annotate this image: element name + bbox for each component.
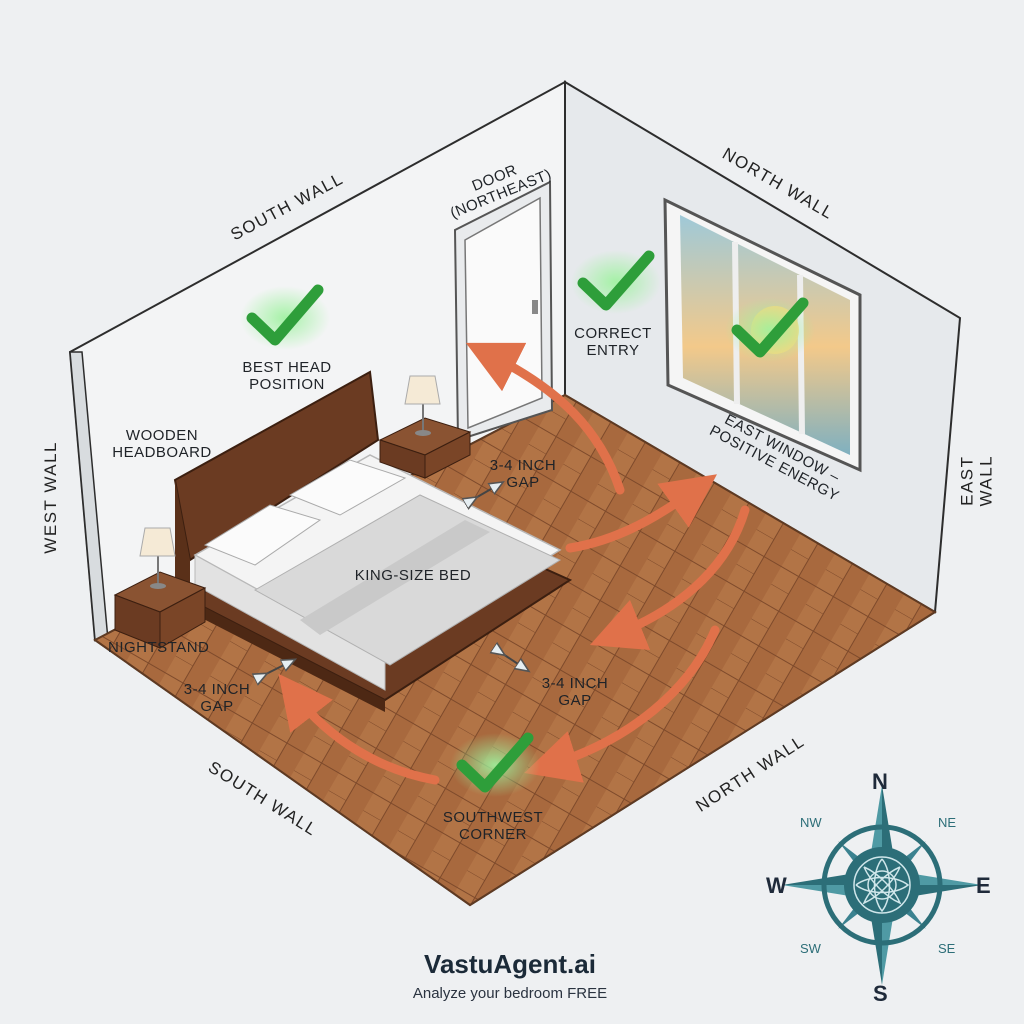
wooden-headboard [173,370,380,562]
label-wooden-headboard: WOODEN HEADBOARD [112,427,212,461]
energy-flow-arrows [278,342,750,785]
label-king-size-bed: KING-SIZE BED [354,567,472,584]
compass-label-s: S [873,981,888,1006]
label-nightstand: NIGHTSTAND [108,639,210,656]
compass-label-w: W [766,873,787,898]
lamp-icon [139,527,176,589]
gap-arrow-icon [500,652,524,668]
pillow-right [288,459,407,516]
check-marks [240,250,815,797]
nightstand-left [113,527,207,649]
mandala-icon [853,856,911,914]
compass-rose-icon [782,785,982,985]
nightstand-right [378,375,472,479]
compass-label-e: E [976,873,991,898]
energy-arrow-southwest [278,673,440,785]
label-southwest-corner: SOUTHWEST CORNER [442,809,544,843]
brand-name[interactable]: VastuAgent.ai [424,949,596,979]
compass-label-se: SE [938,941,956,956]
energy-arrow-north [524,625,720,783]
lamp-icon [404,375,441,436]
brand-tagline: Analyze your bedroom FREE [412,985,608,1002]
compass-label-sw: SW [800,941,821,956]
label-correct-entry: CORRECT ENTRY [574,325,652,359]
pillow-left [203,504,322,566]
energy-arrow-east [589,505,750,651]
check-icon-window [725,297,815,362]
gap-arrow-icon [262,662,290,676]
check-icon-entry [571,250,661,314]
energy-arrow-window [565,474,717,553]
label-east-wall: EAST WALL [957,454,995,507]
compass-label-nw: NW [800,815,822,830]
label-gap-top: 3-4 INCH GAP [489,457,557,491]
gap-arrow-icon [472,485,498,500]
compass-label-n: N [872,769,888,794]
label-gap-left: 3-4 INCH GAP [183,681,251,715]
check-icon-head [240,284,330,350]
gap-arrow-icons [262,485,524,676]
label-gap-right: 3-4 INCH GAP [541,675,609,709]
compass-label-ne: NE [938,815,957,830]
label-best-head-position: BEST HEAD POSITION [242,359,332,393]
check-icon-southwest [450,732,540,797]
energy-arrow-door [465,342,625,495]
label-west-wall: WEST WALL [41,441,60,554]
